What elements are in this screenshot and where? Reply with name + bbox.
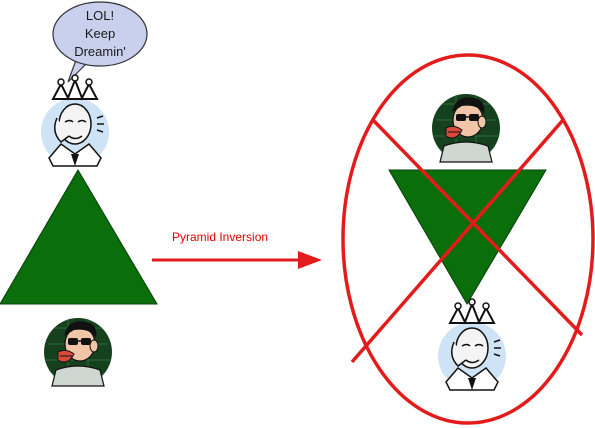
speech-bubble: LOL! Keep Dreamin' [52,1,148,83]
nerd-avatar-bottom-left [43,317,113,387]
inversion-arrow [152,251,322,269]
cross-out-mark [341,53,595,425]
king-avatar-top-left [40,74,110,167]
king-avatar-bottom-right [437,298,507,391]
arrow-label: Pyramid Inversion [172,230,268,244]
speech-line-2: Keep [85,26,115,41]
inverted-pyramid [388,169,547,305]
speech-line-1: LOL! [86,8,114,23]
nerd-avatar-top-right [431,93,501,163]
speech-line-3: Dreamin' [74,44,126,59]
upright-pyramid [0,169,158,305]
